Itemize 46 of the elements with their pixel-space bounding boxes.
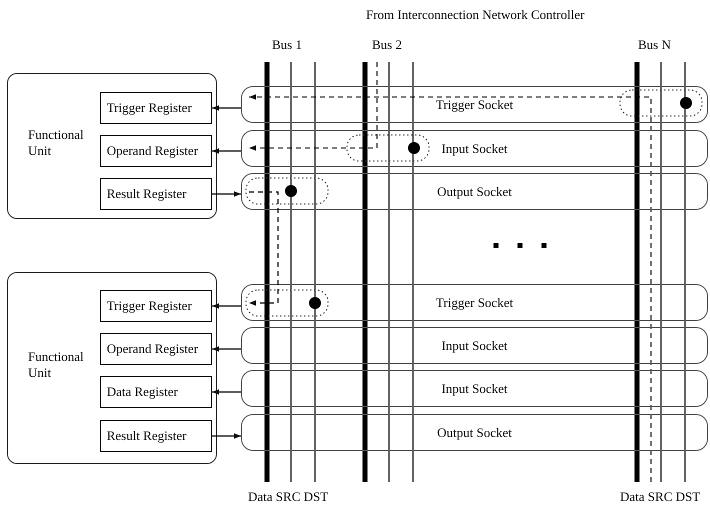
arrow bbox=[212, 303, 241, 309]
signal-names-label: Data SRC DST bbox=[248, 489, 328, 505]
register-label: Trigger Register bbox=[106, 100, 192, 116]
arrow bbox=[212, 105, 241, 111]
unit-label: Functional Unit bbox=[28, 349, 85, 380]
arrow bbox=[212, 148, 241, 154]
bus-label: Bus N bbox=[638, 37, 671, 53]
register-label: Result Register bbox=[106, 186, 186, 202]
socket-label: Output Socket bbox=[437, 424, 512, 440]
register-box bbox=[100, 376, 212, 408]
socket-label: Trigger Socket bbox=[436, 294, 514, 310]
socket-box bbox=[241, 86, 708, 123]
register-box bbox=[100, 178, 212, 210]
register-box bbox=[100, 134, 212, 167]
bus-label: Bus 2 bbox=[372, 37, 402, 53]
socket-label: Input Socket bbox=[441, 140, 508, 156]
socket-box bbox=[241, 327, 708, 364]
register-box bbox=[100, 290, 212, 322]
functional-unit-box bbox=[7, 272, 217, 464]
socket-box bbox=[241, 173, 708, 210]
dashed-arrow bbox=[249, 191, 279, 306]
arrow bbox=[212, 346, 241, 352]
socket-label: Input Socket bbox=[441, 380, 508, 396]
register-label: Trigger Register bbox=[106, 298, 192, 314]
bus-label: Bus 1 bbox=[272, 37, 302, 53]
heading-label: From Interconnection Network Controller bbox=[366, 7, 584, 23]
register-box bbox=[100, 92, 212, 124]
register-box bbox=[100, 420, 212, 452]
socket-label: Trigger Socket bbox=[436, 96, 514, 112]
register-box bbox=[100, 332, 212, 365]
functional-unit-box bbox=[7, 73, 217, 219]
register-label: Result Register bbox=[106, 428, 186, 444]
unit-label: Functional Unit bbox=[28, 127, 85, 158]
socket-label: Input Socket bbox=[441, 338, 508, 354]
socket-box bbox=[241, 370, 708, 407]
arrow bbox=[212, 389, 241, 395]
socket-box bbox=[241, 130, 708, 167]
signal-names-label: Data SRC DST bbox=[620, 489, 700, 505]
register-label: Operand Register bbox=[106, 142, 198, 158]
socket-box bbox=[241, 284, 708, 321]
register-label: Data Register bbox=[106, 384, 178, 400]
arrow bbox=[212, 433, 241, 439]
socket-box bbox=[241, 414, 708, 451]
register-label: Operand Register bbox=[106, 340, 198, 356]
arrow bbox=[212, 191, 241, 197]
socket-label: Output Socket bbox=[437, 184, 512, 200]
